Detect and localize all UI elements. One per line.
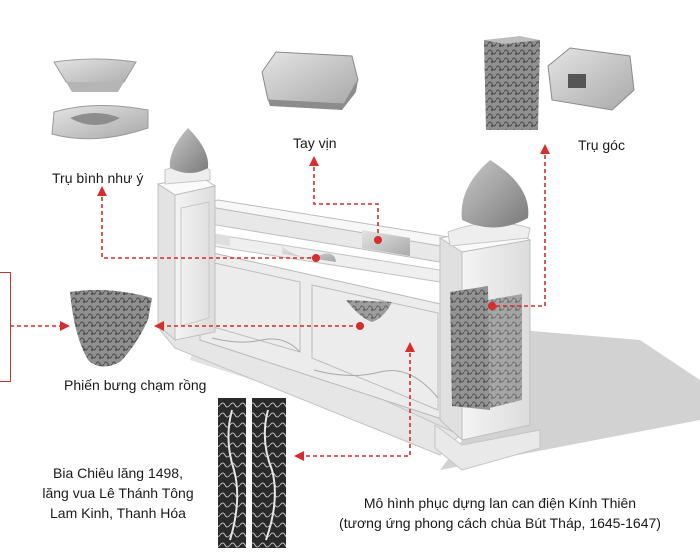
label-bia-line-1: Bia Chiêu lăng 1498, [53, 465, 183, 481]
connector-dots [60, 144, 550, 461]
fragment-phien-bung [70, 290, 152, 367]
label-tay-vin: Tay vịn [293, 135, 337, 151]
fragment-tay-vin [261, 51, 359, 110]
fragment-tru-binh-nhu-y [51, 58, 149, 140]
connectors [10, 148, 546, 457]
fragment-bia-chieu-lang [218, 398, 286, 548]
left-post [156, 128, 217, 342]
post-plinths [434, 424, 541, 471]
connector-tay-vin [313, 160, 379, 238]
label-tru-binh-nhu-y: Trụ bình như ý [52, 170, 144, 186]
label-phien-bung: Phiến bưng chạm rồng [64, 377, 207, 393]
right-post [438, 160, 532, 442]
left-post-finial [169, 128, 209, 173]
connector-tru-goc [492, 148, 546, 307]
connector-tru-binh-nhu-y [101, 190, 316, 259]
label-tru-goc: Trụ góc [578, 137, 625, 153]
fragment-tru-goc [484, 36, 635, 130]
label-bia-line-2: lăng vua Lê Thánh Tông [42, 485, 194, 501]
label-bia-line-3: Lam Kinh, Thanh Hóa [50, 505, 186, 521]
right-post-finial [461, 160, 529, 228]
label-model-line-2: (tương ứng phong cách chùa Bút Tháp, 164… [339, 515, 661, 531]
label-model-line-1: Mô hình phục dựng lan can điện Kính Thiê… [363, 495, 637, 511]
connector-bia [298, 346, 411, 457]
left-partial-frame [0, 272, 11, 382]
